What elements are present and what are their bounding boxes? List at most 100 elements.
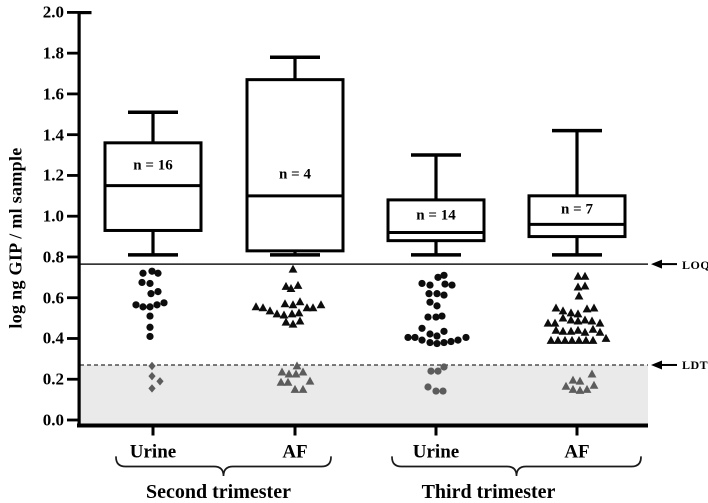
x-tick-label-urine-second: Urine [129, 441, 177, 463]
scatter-point [573, 325, 583, 334]
scatter-point [454, 336, 462, 344]
y-tick [67, 92, 78, 96]
scatter-point-below-ldt [284, 369, 294, 378]
scatter-point-below-ldt [298, 384, 308, 393]
n-label-af-third: n = 7 [561, 201, 593, 218]
y-tick-label: 0.6 [42, 288, 64, 308]
scatter-point [308, 303, 318, 312]
scatter-point [580, 281, 590, 290]
scatter-point [418, 336, 426, 344]
scatter-point [433, 339, 441, 348]
scatter-point [139, 303, 147, 311]
n-label-af-second: n = 4 [279, 166, 311, 183]
scatter-point-below-ldt [290, 384, 300, 393]
y-tick [67, 337, 78, 340]
y-tick-label: 1.2 [42, 165, 64, 185]
n-label-urine-third: n = 14 [416, 207, 456, 224]
scatter-point [558, 313, 568, 322]
y-tick-label: 0.4 [42, 328, 64, 348]
scatter-point [560, 335, 570, 344]
scatter-point [588, 324, 598, 333]
scatter-point [280, 299, 290, 308]
x-tick [434, 427, 438, 436]
scatter-point [316, 300, 326, 309]
scatter-point [573, 271, 583, 280]
y-tick-label: 1.6 [42, 84, 64, 104]
scatter-point [440, 338, 448, 347]
y-tick-label: 0.8 [42, 247, 64, 267]
scatter-point [138, 278, 146, 287]
scatter-point [580, 271, 590, 280]
scatter-point [433, 332, 441, 340]
y-axis-title: log ng GIP / ml sample [5, 147, 26, 329]
scatter-point [287, 309, 297, 318]
scatter-point [286, 283, 296, 292]
scatter-point [447, 337, 455, 346]
scatter-point [433, 290, 441, 298]
scatter-point-below-ldt [424, 383, 432, 391]
y-tick [67, 214, 78, 218]
scatter-point [295, 297, 305, 306]
scatter-point [425, 290, 433, 298]
scatter-point [433, 302, 441, 310]
scatter-point [147, 290, 155, 298]
scatter-point [587, 316, 597, 325]
scatter-point [160, 299, 168, 307]
scatter-point [418, 279, 426, 288]
scatter-point [258, 303, 268, 312]
scatter-point [441, 280, 449, 288]
x-tick-label-af-third: AF [564, 441, 590, 463]
scatter-point [434, 273, 442, 281]
x-tick [293, 427, 297, 436]
scatter-point [582, 304, 592, 313]
scatter-point [573, 309, 583, 318]
below-ldt-shaded-band [80, 364, 648, 424]
x-tick [151, 427, 155, 436]
scatter-point [426, 330, 434, 338]
x-tick [575, 427, 579, 436]
y-tick-label: 1.0 [42, 206, 64, 226]
y-tick-label: 0.0 [42, 410, 64, 430]
y-axis-top-cap [77, 11, 92, 15]
box-af-third [527, 194, 627, 239]
scatter-point [558, 306, 568, 315]
scatter-point [558, 326, 568, 335]
scatter-point [426, 281, 434, 289]
trimester-label: Second trimester [146, 481, 291, 503]
scatter-point [574, 335, 584, 344]
box-af-second [245, 78, 345, 253]
scatter-point-below-ldt [432, 387, 440, 395]
y-tick [67, 11, 78, 14]
scatter-point [288, 300, 298, 309]
scatter-point [302, 303, 312, 312]
scatter-point [566, 326, 576, 335]
trimester-label: Third trimester [421, 481, 556, 503]
scatter-point-below-ldt [148, 384, 156, 393]
scatter-point [588, 335, 598, 344]
y-axis-line [77, 11, 81, 428]
scatter-point [293, 280, 303, 289]
trimester-brace [115, 456, 332, 477]
scatter-point [601, 333, 611, 342]
scatter-point-below-ldt [277, 367, 287, 376]
scatter-point [574, 291, 584, 300]
n-label-urine-second: n = 16 [133, 157, 173, 174]
whisker-stem-af-third [575, 130, 579, 255]
scatter-point [132, 301, 140, 309]
scatter-point-below-ldt [568, 384, 578, 393]
scatter-point [426, 338, 434, 347]
scatter-point [566, 315, 576, 324]
scatter-point-below-ldt [283, 377, 293, 386]
ldt-arrow-icon [651, 360, 662, 370]
y-tick [67, 133, 78, 137]
scatter-point [279, 310, 289, 319]
scatter-point [580, 327, 590, 336]
scatter-point [432, 313, 440, 321]
scatter-point [404, 333, 412, 342]
scatter-point [440, 291, 448, 299]
scatter-point-below-ldt [440, 363, 448, 371]
scatter-point-below-ldt [561, 381, 571, 390]
scatter-point [573, 316, 583, 325]
ldt-label: LDT [682, 358, 708, 373]
